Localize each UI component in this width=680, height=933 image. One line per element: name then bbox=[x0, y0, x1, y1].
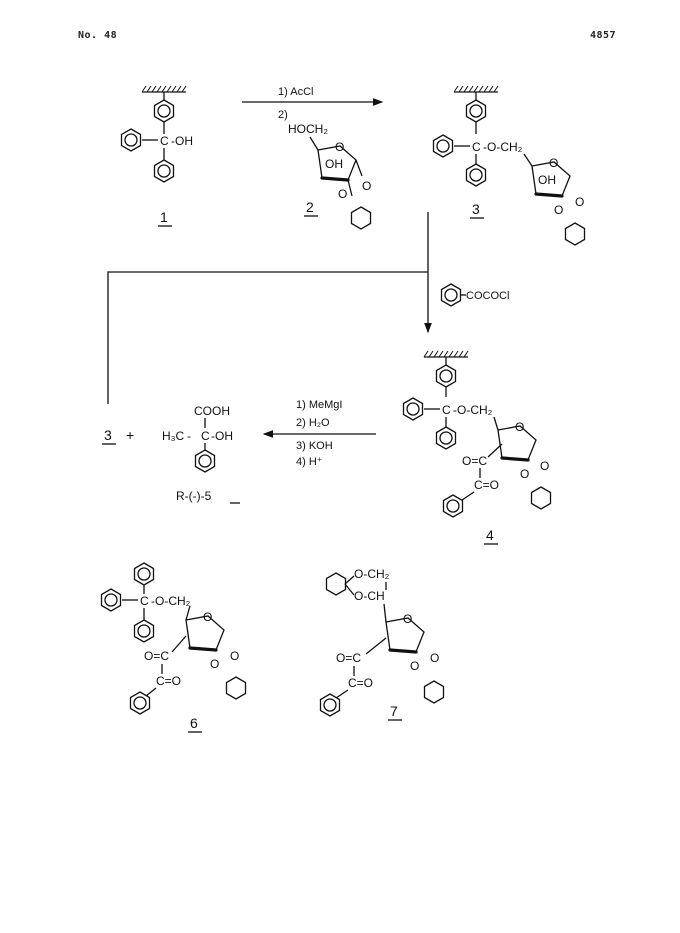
benzene-ring-icon bbox=[153, 99, 175, 123]
reaction-step-2: COCOCl bbox=[424, 212, 509, 334]
carbon-label: C bbox=[160, 134, 169, 148]
benzene-ring-icon bbox=[194, 449, 216, 473]
reagent-line-4: 4) H⁺ bbox=[296, 456, 323, 468]
reagent-line-3: 3) KOH bbox=[296, 440, 333, 452]
benzene-ring-icon bbox=[432, 134, 454, 158]
benzene-ring-icon bbox=[319, 693, 341, 717]
carbon-label: C bbox=[201, 429, 210, 443]
oxalyl-carbonyl: O=C bbox=[462, 454, 487, 468]
compound-number: 6 bbox=[190, 715, 198, 731]
compound-number: 7 bbox=[390, 703, 398, 719]
acetal-oxygen: O bbox=[230, 649, 239, 663]
hydroxyl-label: -OH bbox=[171, 134, 193, 148]
ring-oxygen: O bbox=[515, 420, 524, 434]
dioxolane-och: O-CH bbox=[354, 589, 385, 603]
compound-6: C -O-CH₂ O O=C C=O O O 6 bbox=[100, 562, 247, 733]
reaction-step-3: 1) MeMgI 2) H₂O 3) KOH 4) H⁺ bbox=[262, 399, 376, 468]
acetal-oxygen: O bbox=[210, 657, 219, 671]
hydroxyl-label: OH bbox=[325, 157, 343, 171]
polymer-support-icon bbox=[423, 350, 469, 358]
oxalyl-carbonyl: O=C bbox=[336, 651, 361, 665]
benzoyl-carbonyl: C=O bbox=[156, 674, 181, 688]
polymer-support-icon bbox=[453, 85, 499, 93]
furanose-ring-icon bbox=[317, 145, 357, 181]
hydroxymethyl-label: HOCH₂ bbox=[288, 122, 328, 136]
acetal-oxygen: O bbox=[540, 459, 549, 473]
cyclohexane-ring-icon bbox=[350, 206, 372, 230]
ring-oxygen: O bbox=[335, 140, 344, 154]
benzene-ring-icon bbox=[129, 691, 151, 715]
hydroxyl-label: -OH bbox=[211, 429, 233, 443]
benzene-ring-icon bbox=[435, 426, 457, 450]
recovered-compound-ref: 3 bbox=[104, 427, 112, 443]
page-header-journal: No. 48 bbox=[78, 30, 118, 41]
dioxolane-och2: O-CH₂ bbox=[354, 567, 390, 581]
product-5: 3 + COOH H₃C - C -OH R-(-)-5 bbox=[102, 404, 240, 504]
acetal-oxygen: O bbox=[575, 195, 584, 209]
compound-number: 3 bbox=[472, 201, 480, 217]
benzene-ring-icon bbox=[153, 159, 175, 183]
ether-linker: -O-CH₂ bbox=[483, 140, 523, 154]
ring-oxygen: O bbox=[203, 610, 212, 624]
benzene-ring-icon bbox=[120, 128, 142, 152]
carbon-label: C bbox=[472, 140, 481, 154]
plus-sign: + bbox=[126, 427, 134, 443]
benzene-ring-icon bbox=[442, 494, 464, 518]
methyl-label: H₃C bbox=[162, 429, 185, 443]
furanose-ring-icon bbox=[185, 615, 225, 651]
reagent-line-2: 2) bbox=[278, 109, 288, 121]
cyclohexane-ring-icon bbox=[225, 676, 247, 700]
acetal-oxygen: O bbox=[362, 179, 371, 193]
benzoyl-carbonyl: C=O bbox=[348, 676, 373, 690]
compound-1: C -OH 1 bbox=[120, 85, 193, 227]
benzene-ring-icon bbox=[435, 364, 457, 388]
acetal-oxygen: O bbox=[338, 187, 347, 201]
compound-2: HOCH₂ O OH O O 2 bbox=[288, 122, 372, 230]
reaction-step-1: 1) AcCl 2) bbox=[242, 86, 384, 121]
compound-number: 2 bbox=[306, 199, 314, 215]
acetal-oxygen: O bbox=[410, 659, 419, 673]
oxalyl-carbonyl: O=C bbox=[144, 649, 169, 663]
bond-dash: - bbox=[187, 429, 191, 443]
compound-number: 1 bbox=[160, 209, 168, 225]
benzene-ring-icon bbox=[100, 588, 122, 612]
reagent-line-1: 1) MeMgI bbox=[296, 399, 342, 411]
furanose-ring-icon bbox=[497, 425, 537, 461]
benzoyl-carbonyl: C=O bbox=[474, 478, 499, 492]
acetal-oxygen: O bbox=[554, 203, 563, 217]
reagent-line-2: 2) H₂O bbox=[296, 417, 330, 429]
product-label: R-(-)-5 bbox=[176, 489, 212, 503]
compound-4: C -O-CH₂ O O=C C=O O O 4 bbox=[402, 350, 552, 545]
cyclohexane-ring-icon bbox=[564, 222, 586, 246]
ring-oxygen: O bbox=[403, 612, 412, 626]
benzene-ring-icon bbox=[402, 397, 424, 421]
compound-3: C -O-CH₂ O OH O O 3 bbox=[432, 85, 586, 246]
benzene-ring-icon bbox=[133, 619, 155, 643]
polymer-support-icon bbox=[141, 85, 187, 93]
cyclohexane-ring-icon bbox=[325, 572, 347, 596]
ether-linker: -O-CH₂ bbox=[151, 594, 191, 608]
carbon-label: C bbox=[442, 403, 451, 417]
recycle-line bbox=[107, 271, 428, 404]
reagent-line-1: 1) AcCl bbox=[278, 86, 313, 98]
benzene-ring-icon bbox=[440, 283, 462, 307]
acetal-oxygen: O bbox=[430, 651, 439, 665]
carboxyl-label: COOH bbox=[194, 404, 230, 418]
furanose-ring-icon bbox=[385, 617, 425, 653]
carbon-label: C bbox=[140, 594, 149, 608]
compound-7: O-CH₂ O-CH O O=C C=O O O 7 bbox=[319, 567, 445, 721]
benzene-ring-icon bbox=[465, 163, 487, 187]
furanose-ring-icon bbox=[531, 161, 571, 197]
ring-oxygen: O bbox=[549, 156, 558, 170]
benzene-ring-icon bbox=[133, 562, 155, 586]
benzene-ring-icon bbox=[465, 99, 487, 123]
reagent-name: COCOCl bbox=[466, 290, 509, 302]
page-header-page-number: 4857 bbox=[590, 30, 617, 41]
cyclohexane-ring-icon bbox=[423, 680, 445, 704]
cyclohexane-ring-icon bbox=[530, 486, 552, 510]
compound-number: 4 bbox=[486, 527, 494, 543]
hydroxyl-label: OH bbox=[538, 173, 556, 187]
acetal-oxygen: O bbox=[520, 467, 529, 481]
ether-linker: -O-CH₂ bbox=[453, 403, 493, 417]
